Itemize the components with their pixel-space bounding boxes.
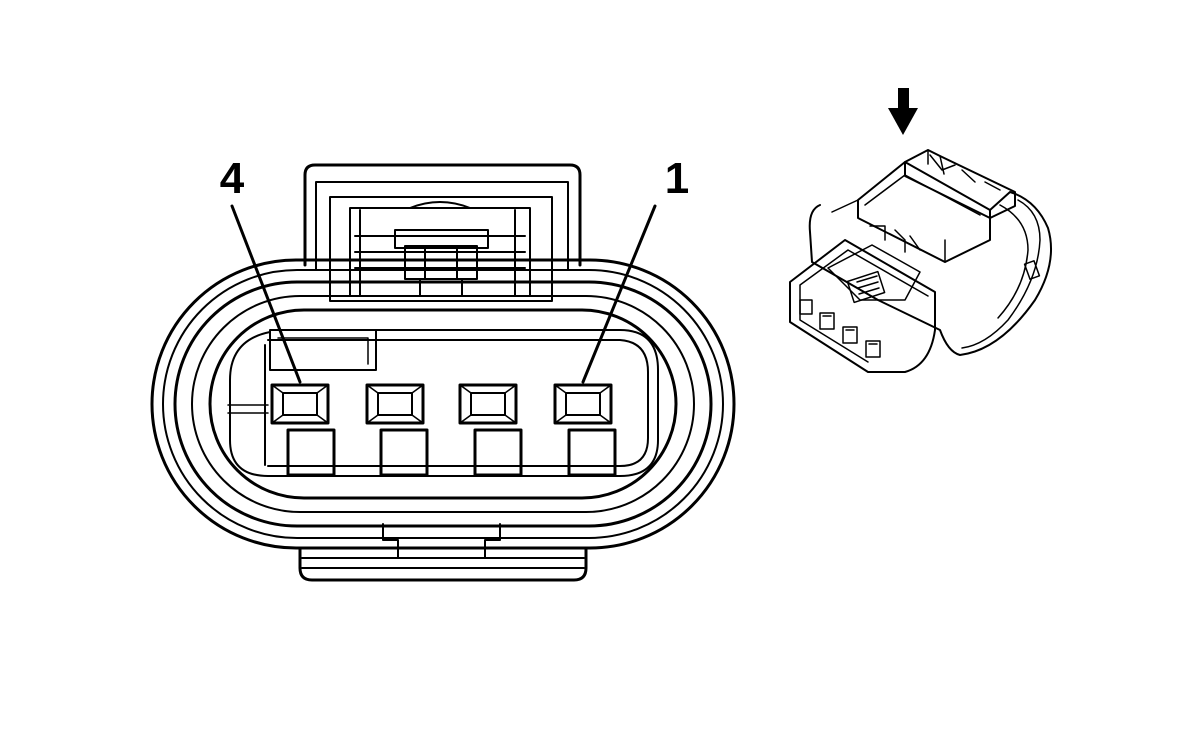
terminal-cavities: [270, 383, 617, 477]
terminal-cavity-3: [365, 383, 429, 477]
terminal-cavity-4: [270, 383, 336, 477]
pin-label-4: 4: [220, 154, 245, 203]
connector-face-view: 4 1: [150, 154, 736, 582]
down-arrow-icon: [888, 88, 918, 135]
leader-line-4: [230, 204, 302, 384]
connector-isometric-view: [789, 88, 1052, 373]
leader-line-1: [581, 204, 657, 384]
outer-shell: [150, 258, 736, 550]
inner-cavity: [227, 329, 659, 477]
pin-label-1: 1: [665, 154, 689, 203]
bottom-tab: [298, 523, 588, 582]
terminal-cavity-2: [458, 383, 523, 477]
terminal-cavity-1: [553, 383, 617, 477]
